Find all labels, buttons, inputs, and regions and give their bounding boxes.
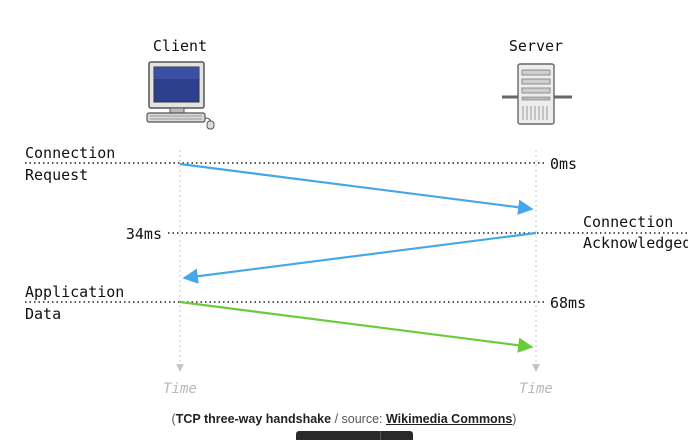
time-68ms: 68ms bbox=[550, 294, 586, 312]
connection-ack-label-1: Connection bbox=[583, 213, 673, 231]
application-data-arrow bbox=[179, 300, 534, 353]
caption-title: TCP three-way handshake bbox=[175, 412, 332, 426]
caption-middle: / source: bbox=[331, 412, 386, 426]
toolbar-divider bbox=[380, 431, 381, 440]
connection-ack-label-2: Acknowledged bbox=[583, 234, 688, 252]
time-0ms: 0ms bbox=[550, 155, 577, 173]
computer-icon bbox=[146, 61, 215, 130]
client-label: Client bbox=[153, 37, 207, 55]
client-time-label: Time bbox=[163, 381, 197, 397]
bottom-toolbar[interactable] bbox=[296, 431, 413, 440]
connection-request-label-1: Connection bbox=[25, 144, 115, 162]
time-34ms: 34ms bbox=[126, 225, 162, 243]
server-time-label: Time bbox=[519, 381, 553, 397]
server-label: Server bbox=[509, 37, 563, 55]
wikimedia-commons-link[interactable]: Wikimedia Commons bbox=[385, 412, 513, 426]
connection-request-label-2: Request bbox=[25, 166, 88, 184]
caption-close: ) bbox=[512, 412, 517, 426]
connection-request-arrow bbox=[179, 162, 534, 215]
application-data-label-2: Data bbox=[25, 305, 61, 323]
server-icon bbox=[502, 63, 572, 125]
figure-caption: (TCP three-way handshake / source: Wikim… bbox=[0, 412, 688, 426]
connection-ack-arrow bbox=[182, 231, 537, 284]
caption-open: ( bbox=[171, 412, 176, 426]
application-data-label-1: Application bbox=[25, 283, 124, 301]
